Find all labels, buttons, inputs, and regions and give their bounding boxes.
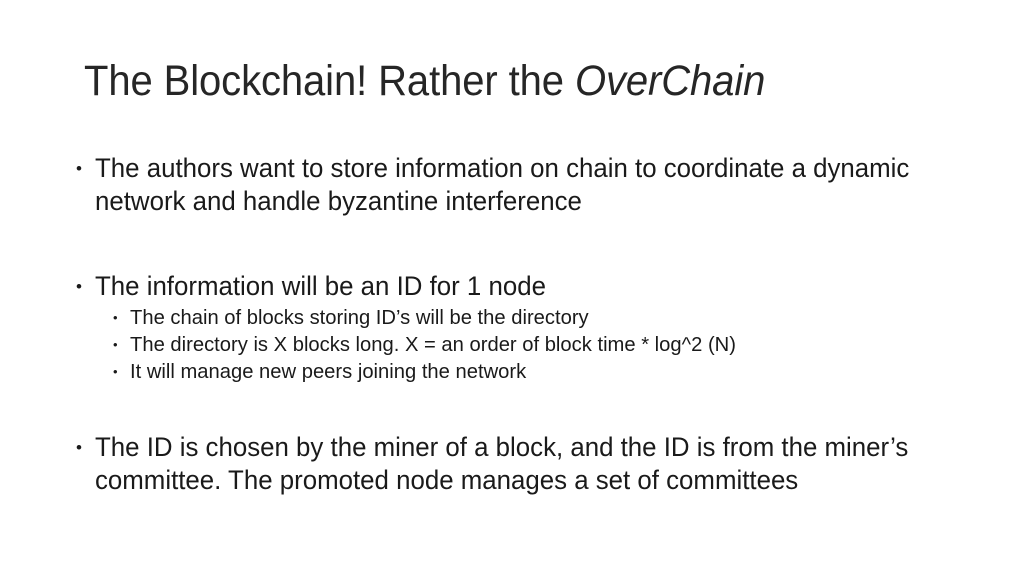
slide-body: • The authors want to store information … (76, 152, 976, 497)
bullet-marker-icon: • (76, 277, 82, 296)
bullet-item: • The authors want to store information … (76, 152, 976, 218)
slide-title: The Blockchain! Rather the OverChain (84, 55, 902, 107)
bullet-marker-icon: • (113, 310, 118, 325)
slide-title-emphasis: OverChain (574, 57, 766, 105)
bullet-group-spacer (76, 385, 976, 431)
bullet-text: The ID is chosen by the miner of a block… (95, 432, 909, 495)
bullet-item: • The ID is chosen by the miner of a blo… (76, 431, 976, 497)
bullet-text: The authors want to store information on… (95, 153, 910, 216)
sub-bullet-item: • The directory is X blocks long. X = an… (113, 331, 976, 358)
bullet-marker-icon: • (113, 337, 118, 352)
sub-bullet-text: The chain of blocks storing ID’s will be… (130, 306, 589, 329)
bullet-text: The information will be an ID for 1 node (95, 271, 546, 301)
bullet-marker-icon: • (76, 438, 82, 457)
bullet-item: • The information will be an ID for 1 no… (76, 270, 976, 303)
sub-bullet-text: The directory is X blocks long. X = an o… (130, 333, 736, 356)
bullet-group-spacer (76, 218, 976, 270)
slide-title-lead: The Blockchain! Rather the (84, 57, 575, 105)
sub-bullet-list: • The chain of blocks storing ID’s will … (76, 304, 976, 385)
bullet-marker-icon: • (113, 364, 118, 379)
sub-bullet-text: It will manage new peers joining the net… (130, 360, 527, 383)
sub-bullet-item: • It will manage new peers joining the n… (113, 358, 976, 385)
bullet-marker-icon: • (76, 159, 82, 178)
sub-bullet-item: • The chain of blocks storing ID’s will … (113, 304, 976, 331)
